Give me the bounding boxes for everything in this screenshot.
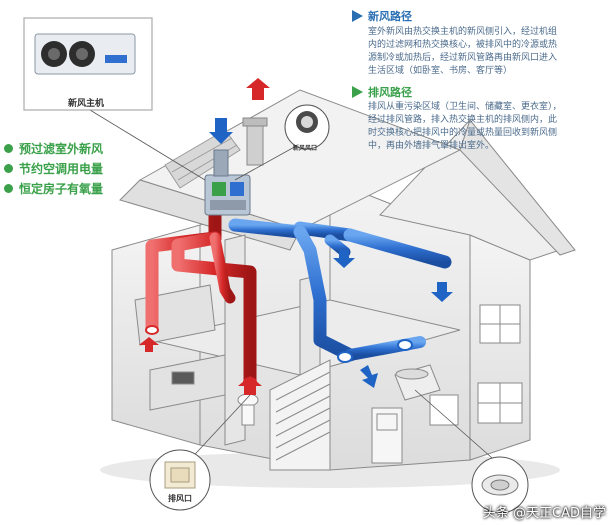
- exhaust-duct: [145, 208, 257, 387]
- exhaust-route-arrow-icon: [352, 86, 363, 98]
- unit-label: 新风主机: [68, 99, 105, 109]
- fresh-outlet-label: 新风风口: [293, 145, 318, 152]
- bed: [394, 364, 441, 401]
- diffuser-callout: [471, 456, 529, 514]
- heat-exchanger-unit: [204, 149, 251, 216]
- bullet-dot-icon: [4, 163, 13, 173]
- fresh-outlet-callout: [284, 104, 330, 150]
- fresh-route-description: 室外新风由热交换主机的新风侧引入，经过机组 内的过滤网和热交换核心，被排风中的冷…: [368, 26, 608, 78]
- feature-text: 预过滤室外新风: [19, 141, 104, 156]
- exhaust-route-title: 排风路径: [368, 86, 412, 99]
- bullet-dot-icon: [4, 143, 13, 153]
- exhaust-route-line: 时交换核心把排风中的冷量或热量回收到新风侧: [368, 128, 558, 138]
- exhaust-route-description: 排风从重污染区域（卫生间、储藏室、更衣室）， 经过排风管路，排入热交换主机的排风…: [368, 101, 608, 153]
- fresh-route-title: 新风路径: [368, 10, 412, 23]
- fresh-route-line: 源制冷或加热后，经过新风管路再由新风口进入: [368, 53, 558, 63]
- feature-item: 节约空调用电量: [4, 158, 103, 178]
- feature-text: 恒定房子有氧量: [19, 181, 104, 196]
- fresh-route-line: 内的过滤网和热交换核心，被排风中的冷源或热: [368, 40, 558, 50]
- window: [429, 304, 523, 426]
- exhaust-outlet-callout: [149, 449, 211, 511]
- exhaust-route-line: 中，再由外墙排气罩排出室外。: [368, 141, 495, 151]
- exhaust-air-arrow: [139, 78, 270, 395]
- fresh-air-arrow: [209, 118, 453, 388]
- bullet-dot-icon: [4, 183, 13, 193]
- unit-photo-callout: [23, 17, 153, 111]
- callout-connector: [89, 109, 501, 466]
- watermark: 头条 @天正CAD自学: [482, 506, 606, 521]
- fresh-air-duct: [228, 218, 452, 362]
- fresh-air-diffuser: [337, 339, 413, 363]
- fresh-route-arrow-icon: [352, 10, 363, 22]
- feature-text: 节约空调用电量: [19, 161, 104, 176]
- door: [371, 407, 403, 464]
- feature-item: 预过滤室外新风: [4, 138, 103, 158]
- feature-list: 预过滤室外新风 节约空调用电量 恒定房子有氧量: [4, 138, 103, 198]
- exhaust-route-line: 经过排风管路，排入热交换主机的排风侧内，此: [368, 115, 558, 125]
- exhaust-route-line: 排风从重污染区域（卫生间、储藏室、更衣室），: [368, 102, 562, 112]
- chimney: [242, 117, 268, 166]
- fresh-route-line: 生活区域（如卧室、书房、客厅等）: [368, 66, 513, 76]
- exhaust-outlet-label: 排风口: [168, 494, 192, 503]
- staircase: [269, 359, 331, 471]
- fresh-route-line: 室外新风由热交换主机的新风侧引入，经过机组: [368, 27, 558, 37]
- feature-item: 恒定房子有氧量: [4, 178, 103, 198]
- roof-tiles: [164, 129, 241, 189]
